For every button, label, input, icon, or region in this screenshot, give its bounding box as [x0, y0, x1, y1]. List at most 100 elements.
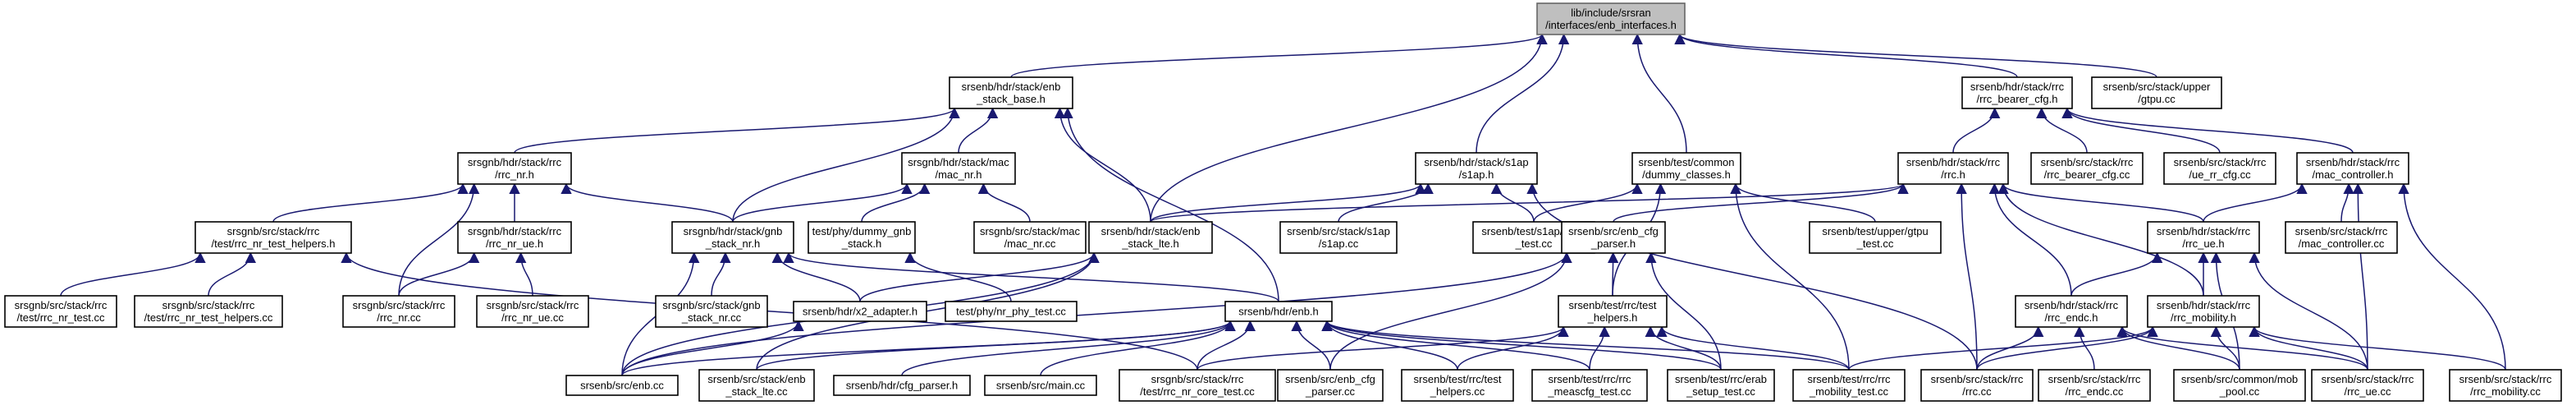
file-node[interactable]: srsenb/src/stack/rrc/rrc_bearer_cfg.cc [2030, 152, 2144, 185]
file-node[interactable]: test/phy/dummy_gnb_stack.h [808, 221, 916, 254]
dependency-edge [2070, 251, 2163, 297]
dependency-edge [756, 320, 1236, 371]
file-node-label: /gtpu.cc [2138, 93, 2176, 105]
file-node-label: srsenb/src/stack/rrc [2295, 225, 2388, 237]
file-node[interactable]: srsenb/src/stack/rrc/mac_controller.cc [2285, 221, 2398, 254]
file-node[interactable]: srsgnb/src/stack/rrc/rrc_nr.cc [342, 295, 455, 328]
file-node-label: _stack_lte.h [1121, 237, 1178, 250]
file-node-label: _setup_test.cc [1686, 385, 1755, 398]
dependency-edge [621, 251, 1572, 376]
file-node[interactable]: srsenb/src/stack/rrc/rrc.cc [1920, 369, 2034, 402]
dependency-edge [732, 182, 913, 223]
file-node[interactable]: srsenb/src/stack/rrc/rrc_endc.cc [2038, 369, 2151, 402]
file-node-label: _test.cc [1515, 237, 1553, 250]
file-node-box [671, 221, 794, 254]
file-node[interactable]: srsenb/hdr/stack/rrc/rrc_ue.h [2147, 221, 2260, 254]
file-node[interactable]: srsenb/src/stack/rrc/ue_rr_cfg.cc [2163, 152, 2276, 185]
file-node[interactable]: srsenb/hdr/stack/enb_stack_base.h [949, 76, 1073, 109]
file-node-label: /rrc_mobility.cc [2470, 385, 2541, 398]
file-node-label: srsgnb/hdr/stack/rrc [468, 225, 562, 237]
file-node[interactable]: srsenb/src/stack/enb_stack_lte.cc [698, 369, 815, 402]
file-node[interactable]: test/phy/nr_phy_test.cc [945, 301, 1078, 322]
file-node[interactable]: srsenb/hdr/stack/rrc/rrc_mobility.h [2147, 295, 2260, 328]
file-node-label: /rrc_nr.cc [377, 311, 421, 324]
file-node[interactable]: srsgnb/src/stack/mac/mac_nr.cc [973, 221, 1087, 254]
file-node-label: srsgnb/src/stack/rrc [162, 299, 255, 311]
file-node[interactable]: srsenb/hdr/stack/rrc/mac_controller.h [2296, 152, 2409, 185]
file-node-label: _test.cc [1856, 237, 1894, 250]
file-node[interactable]: srsgnb/hdr/stack/rrc/rrc_nr_ue.h [457, 221, 572, 254]
file-node-box [1631, 152, 1741, 185]
file-node-box [2285, 221, 2398, 254]
file-node[interactable]: srsenb/test/upper/gtpu_test.cc [1809, 221, 1942, 254]
file-node-box [1667, 369, 1775, 402]
dependency-edges [60, 33, 2506, 376]
file-node[interactable]: srsenb/hdr/x2_adapter.h [793, 301, 927, 322]
file-node-box [2038, 369, 2151, 402]
file-node[interactable]: srsenb/src/main.cc [984, 375, 1097, 396]
file-node-box [1809, 221, 1942, 254]
file-node[interactable]: srsenb/hdr/stack/enb_stack_lte.h [1088, 221, 1213, 254]
file-node-label: srsenb/src/stack/rrc [2322, 373, 2414, 385]
file-node-box [984, 375, 1097, 396]
file-node-label: /test/rrc_nr_core_test.cc [1140, 385, 1255, 398]
dependency-edge [1329, 251, 1572, 371]
file-node[interactable]: srsgnb/hdr/stack/rrc/rrc_nr.h [457, 152, 572, 185]
file-node-box [1415, 152, 1538, 185]
dependency-edge [621, 320, 804, 376]
file-node-label: _meascfg_test.cc [1547, 385, 1631, 398]
file-node[interactable]: srsgnb/src/stack/rrc/test/rrc_nr_core_te… [1119, 369, 1276, 402]
file-node[interactable]: srsenb/test/rrc/rrc_mobility_test.cc [1792, 369, 1906, 402]
file-node-label: srsenb/src/stack/rrc [2048, 373, 2141, 385]
file-node[interactable]: srsenb/src/enb_cfg_parser.cc [1277, 369, 1384, 402]
file-node[interactable]: srsenb/hdr/enb.h [1224, 301, 1333, 322]
file-node-box [901, 152, 1016, 185]
file-node[interactable]: srsenb/hdr/stack/s1ap/s1ap.h [1415, 152, 1538, 185]
file-node-label: srsenb/src/enb_cfg [1568, 225, 1659, 237]
file-node-label: srsenb/hdr/stack/rrc [1970, 81, 2065, 93]
file-node[interactable]: srsenb/hdr/stack/rrc/rrc_endc.h [2015, 295, 2128, 328]
file-node[interactable]: srsenb/src/stack/rrc/rrc_mobility.cc [2449, 369, 2562, 402]
file-node-label: srsgnb/src/stack/mac [980, 225, 1081, 237]
file-node-label: srsgnb/hdr/stack/mac [908, 156, 1009, 168]
dependency-edge [1645, 251, 1722, 371]
file-node[interactable]: srsenb/src/enb_cfg_parser.h [1561, 221, 1666, 254]
file-node[interactable]: srsenb/src/stack/rrc/rrc_ue.cc [2311, 369, 2424, 402]
file-node-box [2030, 152, 2144, 185]
file-node-label: /test/rrc_nr_test.cc [17, 311, 105, 324]
file-node-box [1897, 152, 2009, 185]
file-node[interactable]: srsenb/test/rrc/erab_setup_test.cc [1667, 369, 1775, 402]
file-node[interactable]: srsenb/src/stack/s1ap/s1ap.cc [1279, 221, 1398, 254]
file-node[interactable]: srsenb/hdr/stack/rrc/rrc_bearer_cfg.h [1961, 76, 2073, 109]
file-node[interactable]: srsenb/test/rrc/rrc_meascfg_test.cc [1531, 369, 1648, 402]
file-node[interactable]: srsgnb/hdr/stack/mac/mac_nr.h [901, 152, 1016, 185]
file-node[interactable]: srsenb/src/enb.cc [565, 375, 679, 396]
file-node[interactable]: srsenb/test/rrc/test_helpers.h [1558, 295, 1668, 328]
file-node[interactable]: srsgnb/src/stack/rrc/test/rrc_nr_test_he… [134, 295, 283, 328]
file-node-label: _parser.cc [1305, 385, 1355, 398]
file-node[interactable]: srsgnb/src/stack/rrc/test/rrc_nr_test.cc [4, 295, 117, 328]
dependency-edge [1040, 320, 1236, 376]
file-node-box [2091, 76, 2222, 109]
root-file-node[interactable]: lib/include/srsran/interfaces/enb_interf… [1536, 2, 1686, 35]
file-node-box [1119, 369, 1276, 402]
dependency-edge [1321, 320, 1850, 371]
file-node[interactable]: srsenb/src/stack/upper/gtpu.cc [2091, 76, 2222, 109]
file-node-label: srsenb/hdr/stack/rrc [1906, 156, 2001, 168]
file-node[interactable]: srsenb/src/common/mob_pool.cc [2173, 369, 2306, 402]
file-node-label: srsenb/src/stack/rrc [2174, 156, 2267, 168]
file-node-label: _stack_nr.h [705, 237, 761, 250]
file-node[interactable]: srsgnb/src/stack/rrc/test/rrc_nr_test_he… [194, 221, 352, 254]
file-node[interactable]: srsenb/hdr/stack/rrc/rrc.h [1897, 152, 2009, 185]
file-node[interactable]: srsgnb/hdr/stack/gnb_stack_nr.h [671, 221, 794, 254]
file-node[interactable]: srsenb/test/rrc/test_helpers.cc [1401, 369, 1514, 402]
file-node[interactable]: srsenb/test/common/dummy_classes.h [1631, 152, 1741, 185]
file-node-label: /dummy_classes.h [1642, 168, 1731, 181]
dependency-edge [861, 182, 931, 223]
file-node[interactable]: srsgnb/src/stack/rrc/rrc_nr_ue.cc [476, 295, 589, 328]
file-node[interactable]: srsgnb/src/stack/gnb_stack_nr.cc [655, 295, 768, 328]
file-node[interactable]: srsenb/hdr/cfg_parser.h [833, 375, 971, 396]
dependency-edge [341, 251, 1198, 371]
dependency-edge [2061, 107, 2221, 154]
file-node-label: _pool.cc [2219, 385, 2260, 398]
